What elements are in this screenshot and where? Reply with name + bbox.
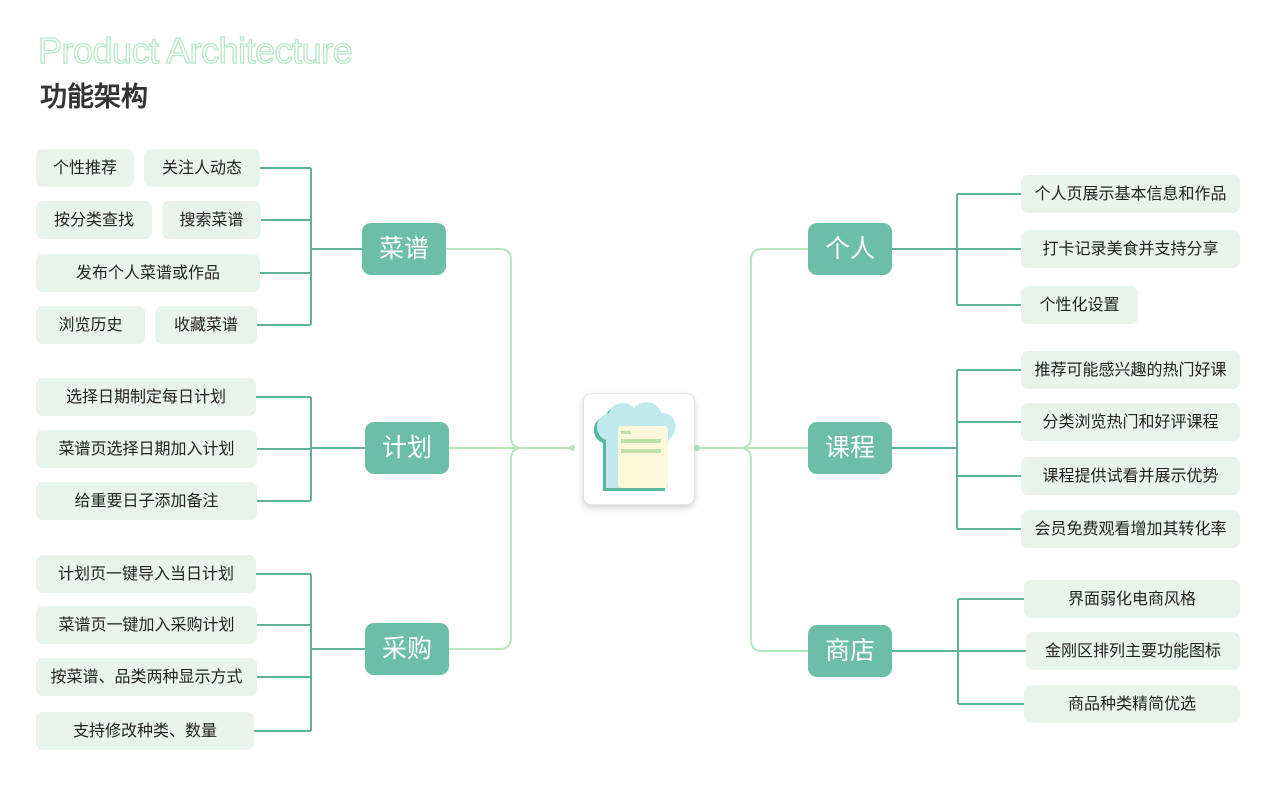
trunk-shop bbox=[697, 447, 808, 652]
leaf-publish-recipe[interactable]: 发布个人菜谱或作品 bbox=[36, 254, 260, 292]
leaf-follow-updates[interactable]: 关注人动态 bbox=[144, 149, 260, 187]
category-purchase[interactable]: 采购 bbox=[365, 623, 449, 675]
trunk-purchase bbox=[449, 447, 572, 650]
leaf-course-preview[interactable]: 课程提供试看并展示优势 bbox=[1021, 457, 1240, 495]
category-recipes[interactable]: 菜谱 bbox=[362, 223, 446, 275]
leaf-browse-history[interactable]: 浏览历史 bbox=[36, 306, 145, 344]
leaf-icon-grid[interactable]: 金刚区排列主要功能图标 bbox=[1026, 632, 1240, 670]
title-chinese: 功能架构 bbox=[40, 82, 148, 113]
leaf-weak-ecommerce[interactable]: 界面弱化电商风格 bbox=[1024, 580, 1240, 618]
leaf-checkin-share[interactable]: 打卡记录美食并支持分享 bbox=[1021, 230, 1240, 268]
category-courses[interactable]: 课程 bbox=[808, 422, 892, 474]
leaf-search-recipes[interactable]: 搜索菜谱 bbox=[162, 201, 261, 239]
center-app-card bbox=[583, 393, 695, 505]
leaf-profile-works[interactable]: 个人页展示基本信息和作品 bbox=[1021, 175, 1240, 213]
trunk-recipes bbox=[446, 248, 572, 449]
title-english: Product Architecture bbox=[37, 29, 353, 71]
leaf-display-modes[interactable]: 按菜谱、品类两种显示方式 bbox=[36, 658, 257, 696]
leaf-favorite-recipes[interactable]: 收藏菜谱 bbox=[155, 306, 257, 344]
trunk-personal bbox=[697, 248, 808, 449]
leaf-personal-settings[interactable]: 个性化设置 bbox=[1021, 286, 1138, 324]
leaf-date-notes[interactable]: 给重要日子添加备注 bbox=[36, 482, 257, 520]
category-plan[interactable]: 计划 bbox=[365, 422, 449, 474]
leaf-browse-courses[interactable]: 分类浏览热门和好评课程 bbox=[1021, 403, 1240, 441]
leaf-member-free[interactable]: 会员免费观看增加其转化率 bbox=[1021, 510, 1240, 548]
leaf-recommend-courses[interactable]: 推荐可能感兴趣的热门好课 bbox=[1021, 351, 1240, 389]
leaf-import-daily-plan[interactable]: 计划页一键导入当日计划 bbox=[36, 555, 256, 593]
category-personal[interactable]: 个人 bbox=[808, 223, 892, 275]
leaf-browse-by-category[interactable]: 按分类查找 bbox=[36, 201, 152, 239]
category-shop[interactable]: 商店 bbox=[808, 625, 892, 677]
chef-hat-document-icon bbox=[593, 402, 676, 491]
leaf-add-purchase-plan[interactable]: 菜谱页一键加入采购计划 bbox=[36, 606, 257, 644]
leaf-personal-recommend[interactable]: 个性推荐 bbox=[36, 149, 134, 187]
leaf-edit-quantity[interactable]: 支持修改种类、数量 bbox=[36, 712, 254, 750]
leaf-daily-plan[interactable]: 选择日期制定每日计划 bbox=[36, 378, 256, 416]
leaf-recipe-add-plan[interactable]: 菜谱页选择日期加入计划 bbox=[36, 430, 257, 468]
leaf-curated-products[interactable]: 商品种类精简优选 bbox=[1024, 685, 1240, 723]
